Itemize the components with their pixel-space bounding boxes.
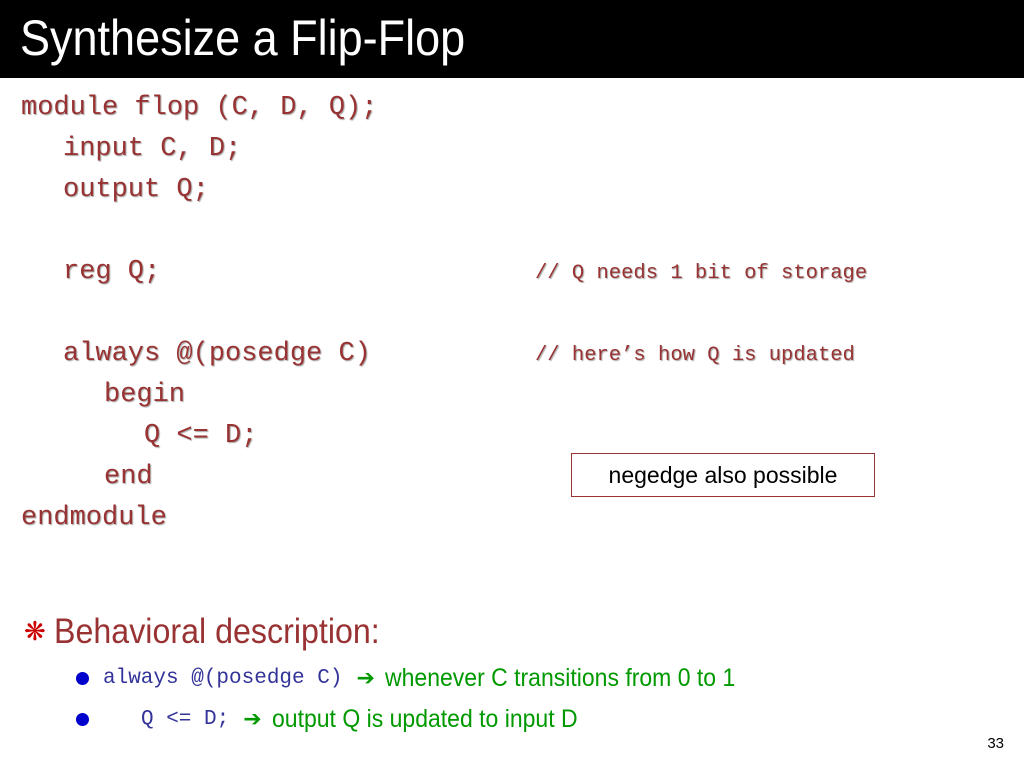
- asterisk-bullet-icon: ❋: [24, 617, 46, 647]
- code-end-line: end: [104, 462, 153, 492]
- bullet-behavioral-text: Behavioral description:: [53, 612, 380, 651]
- dot-bullet-icon: [76, 671, 89, 685]
- arrow-right-icon: ➔: [356, 665, 375, 691]
- slide-title: Synthesize a Flip-Flop: [20, 10, 466, 66]
- sub-bullet-code: Q <= D;: [141, 707, 230, 731]
- sub-bullet-always: always @(posedge C) ➔ whenever C transit…: [76, 662, 766, 694]
- title-bar: Synthesize a Flip-Flop: [0, 0, 1024, 78]
- callout-box: negedge also possible: [571, 453, 875, 497]
- code-module-line: module flop (C, D, Q);: [21, 93, 378, 123]
- code-assign-line: Q <= D;: [144, 421, 258, 451]
- sub-bullet-assign: Q <= D; ➔ output Q is updated to input D: [76, 703, 604, 735]
- sub-bullet-code: always @(posedge C): [103, 666, 343, 690]
- sub-bullet-text: whenever C transitions from 0 to 1: [384, 663, 736, 692]
- comment-reg: // Q needs 1 bit of storage: [535, 262, 868, 285]
- code-endmodule-line: endmodule: [21, 503, 167, 533]
- code-reg-line: reg Q;: [63, 257, 161, 287]
- sub-bullet-text: output Q is updated to input D: [271, 704, 578, 733]
- code-input-line: input C, D;: [63, 134, 242, 164]
- page-number: 33: [987, 735, 1004, 752]
- code-begin-line: begin: [104, 380, 186, 410]
- code-always-line: always @(posedge C): [63, 339, 371, 369]
- comment-always: // here’s how Q is updated: [535, 344, 855, 367]
- callout-text: negedge also possible: [608, 461, 838, 488]
- code-output-line: output Q;: [63, 175, 209, 205]
- bullet-behavioral: ❋ Behavioral description:: [24, 610, 408, 654]
- dot-bullet-icon: [76, 712, 89, 726]
- arrow-right-icon: ➔: [243, 706, 262, 732]
